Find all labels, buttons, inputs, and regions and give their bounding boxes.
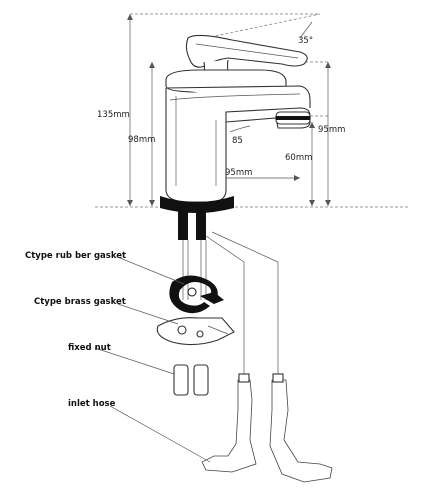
fixed-nut-label: fixed nut bbox=[68, 343, 111, 353]
angle-arc bbox=[299, 21, 313, 39]
dimension-135-label: 135mm bbox=[97, 110, 130, 120]
brass-gasket bbox=[156, 317, 235, 346]
rubber-gasket bbox=[169, 275, 224, 314]
dimension-95-horizontal-label: 95mm bbox=[225, 168, 252, 178]
supply-pipes bbox=[178, 206, 279, 380]
faucet-body bbox=[160, 34, 311, 213]
angle-handle-label: 35° bbox=[298, 36, 313, 46]
callout-leaders bbox=[94, 257, 211, 463]
dimension-98-line bbox=[149, 62, 155, 206]
rubber-gasket-label: Ctype rub ber gasket bbox=[25, 251, 126, 261]
dimension-60-label: 60mm bbox=[285, 153, 312, 163]
brass-gasket-label: Ctype brass gasket bbox=[34, 297, 126, 307]
fixed-nuts bbox=[173, 364, 209, 396]
dimension-135-line bbox=[127, 14, 133, 206]
dimension-95-vertical-label: 95mm bbox=[318, 125, 345, 135]
dimension-98-label: 98mm bbox=[128, 135, 155, 145]
spout-angle-label: 85 bbox=[232, 136, 243, 146]
dimension-60-line bbox=[309, 122, 315, 206]
dimension-95-vertical-line bbox=[325, 62, 331, 206]
inlet-hose-label: inlet hose bbox=[68, 399, 116, 409]
inlet-hoses bbox=[201, 373, 333, 483]
spout-angle-arc bbox=[229, 125, 251, 133]
